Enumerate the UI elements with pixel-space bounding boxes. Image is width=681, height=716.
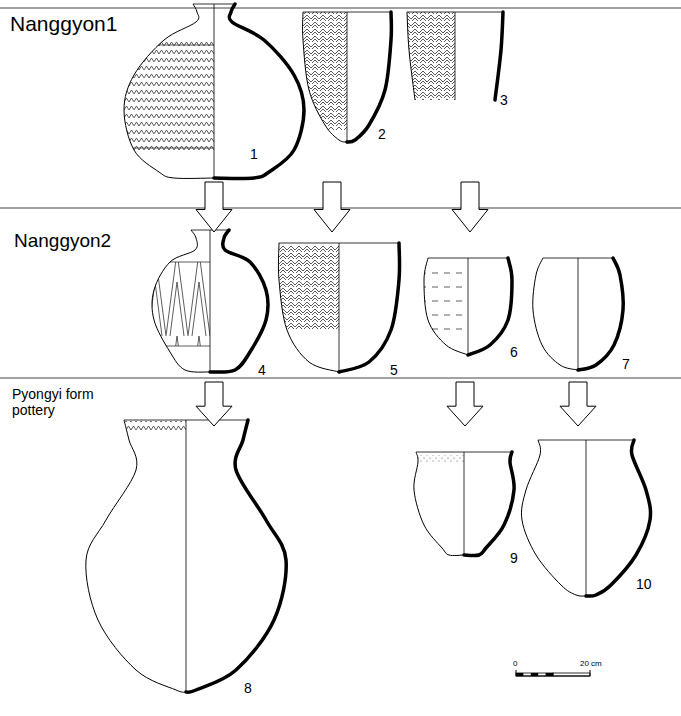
pot-outline — [303, 12, 347, 142]
pot-outline — [424, 258, 468, 355]
pot-section — [214, 4, 304, 178]
pot-drawing — [278, 243, 399, 372]
callout-number: 1 — [250, 146, 258, 162]
callout-number: 8 — [244, 680, 252, 696]
down-arrow — [314, 182, 350, 232]
pot-outline — [152, 230, 210, 372]
scale-text: 0 — [513, 659, 517, 668]
rim-line — [124, 420, 248, 421]
callout-number: 7 — [622, 356, 630, 372]
pot-drawing — [533, 258, 623, 370]
pot-section — [186, 420, 286, 692]
pot-outline — [86, 420, 186, 692]
pot-drawing — [521, 440, 650, 596]
callout-number: 5 — [390, 362, 398, 378]
stage-title: Pyongyi form pottery — [12, 386, 102, 418]
decoration — [424, 265, 468, 335]
decoration — [407, 12, 455, 100]
scale-text: 20 cm — [580, 659, 602, 668]
decoration — [124, 40, 214, 152]
callout-number: 10 — [636, 576, 652, 592]
rim-line — [279, 243, 399, 244]
decoration — [152, 262, 210, 346]
decoration — [278, 245, 339, 330]
rim-line — [416, 452, 512, 453]
pot-outline — [414, 452, 464, 556]
stage-title: Nanggyon1 — [10, 12, 117, 36]
callout-number: 6 — [510, 344, 518, 360]
center-line — [186, 420, 187, 692]
pot-section — [210, 230, 268, 372]
pot-outline — [124, 4, 214, 178]
center-line — [468, 258, 469, 355]
rim-line — [407, 12, 503, 13]
center-line — [347, 12, 348, 142]
rim-line — [303, 12, 391, 13]
pot-drawing — [407, 12, 503, 100]
callout-number: 4 — [258, 362, 266, 378]
scale-bar — [516, 670, 590, 676]
decoration — [414, 455, 464, 462]
center-line — [586, 440, 587, 596]
center-line — [339, 243, 340, 372]
center-line — [578, 258, 579, 370]
pot-section — [495, 12, 503, 100]
pot-drawing — [119, 4, 304, 178]
center-line — [214, 4, 215, 178]
rim-line — [428, 258, 508, 259]
down-arrow — [560, 382, 596, 426]
pot-outline — [278, 243, 339, 372]
pot-section — [586, 440, 651, 596]
decoration — [86, 421, 186, 432]
pot-drawing — [303, 12, 392, 142]
pot-drawing — [424, 258, 512, 355]
rim-line — [191, 230, 229, 231]
pot-drawing — [115, 230, 268, 372]
callout-number: 2 — [378, 126, 386, 142]
down-arrow — [196, 382, 232, 426]
center-line — [464, 452, 465, 555]
center-line — [455, 12, 456, 100]
pot-drawing — [414, 452, 514, 556]
down-arrow — [196, 182, 232, 232]
pot-section — [578, 258, 623, 370]
pot-outline — [533, 258, 578, 370]
pot-outline — [521, 440, 586, 596]
decoration — [303, 12, 347, 130]
pot-section — [468, 258, 512, 355]
divider-line — [0, 378, 681, 379]
pot-section — [347, 12, 391, 142]
down-arrow — [447, 382, 483, 426]
callout-number: 3 — [500, 92, 508, 108]
rim-line — [193, 4, 235, 5]
callout-number: 9 — [510, 550, 518, 566]
pot-outline — [407, 12, 415, 100]
pot-section — [339, 243, 400, 372]
divider-line — [0, 8, 681, 9]
center-line — [210, 230, 211, 372]
rim-line — [543, 258, 613, 259]
stage-title: Nanggyon2 — [14, 230, 111, 252]
rim-line — [538, 440, 634, 441]
pot-drawing — [86, 420, 286, 692]
down-arrow — [452, 182, 488, 232]
pot-section — [464, 452, 514, 556]
